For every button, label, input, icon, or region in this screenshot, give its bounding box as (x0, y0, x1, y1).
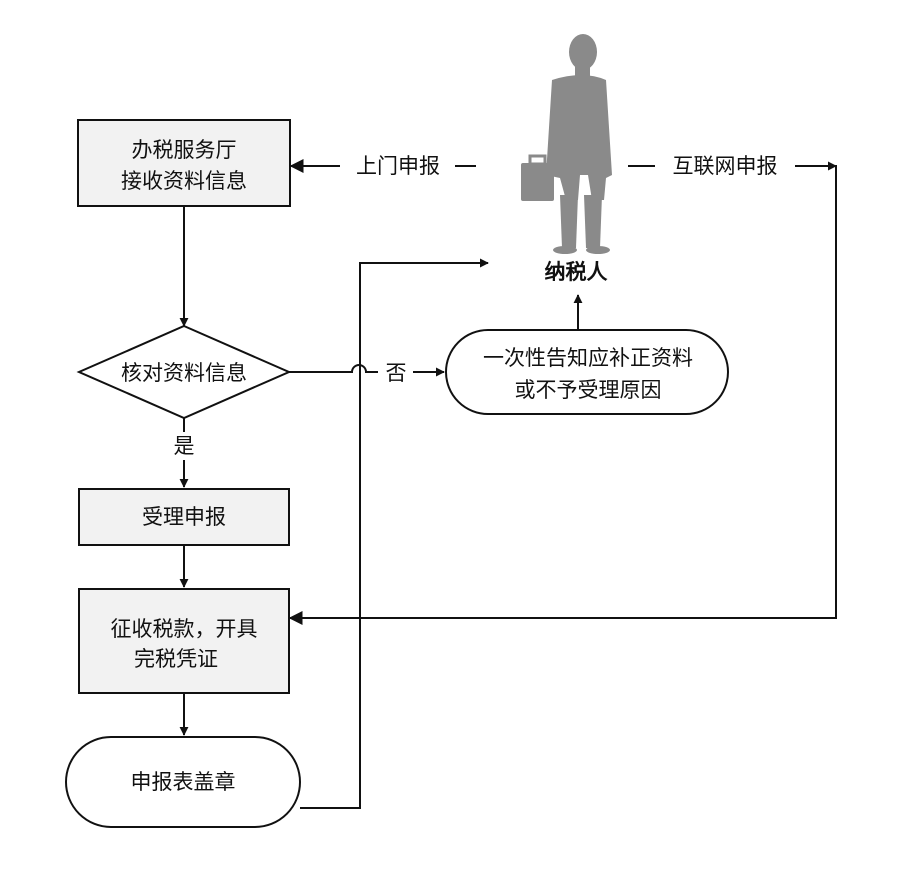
edge-check-to-notify (289, 364, 378, 373)
node-hall-line1: 办税服务厅 (132, 138, 237, 162)
edge-label-no: 否 (386, 361, 407, 385)
node-stamp-label: 申报表盖章 (131, 770, 236, 794)
node-notify-line1: 一次性告知应补正资料 (483, 346, 693, 370)
node-taxpayer-label: 纳税人 (545, 260, 608, 284)
node-hall-line2: 接收资料信息 (121, 169, 247, 193)
node-accept-label: 受理申报 (142, 505, 226, 529)
node-accept: 受理申报 (78, 488, 290, 546)
edge-label-onsite: 上门申报 (356, 154, 440, 178)
node-hall: 办税服务厅 接收资料信息 (77, 119, 291, 207)
edge-label-online: 互联网申报 (673, 154, 778, 178)
node-collect-line1: 征收税款，开具 (111, 617, 258, 641)
edge-stamp-to-taxpayer (300, 258, 489, 809)
node-stamp: 申报表盖章 (65, 736, 301, 828)
node-collect: 征收税款，开具 完税凭证 (78, 588, 290, 694)
edge-label-yes: 是 (174, 434, 195, 458)
connectors (179, 159, 837, 809)
taxpayer-person-icon (521, 34, 612, 254)
node-check: 核对资料信息 (76, 324, 292, 420)
node-check-label: 核对资料信息 (121, 361, 247, 385)
node-notify: 一次性告知应补正资料 或不予受理原因 (445, 329, 729, 415)
node-collect-line2: 完税凭证 (134, 647, 218, 671)
node-notify-line2: 或不予受理原因 (515, 378, 662, 402)
